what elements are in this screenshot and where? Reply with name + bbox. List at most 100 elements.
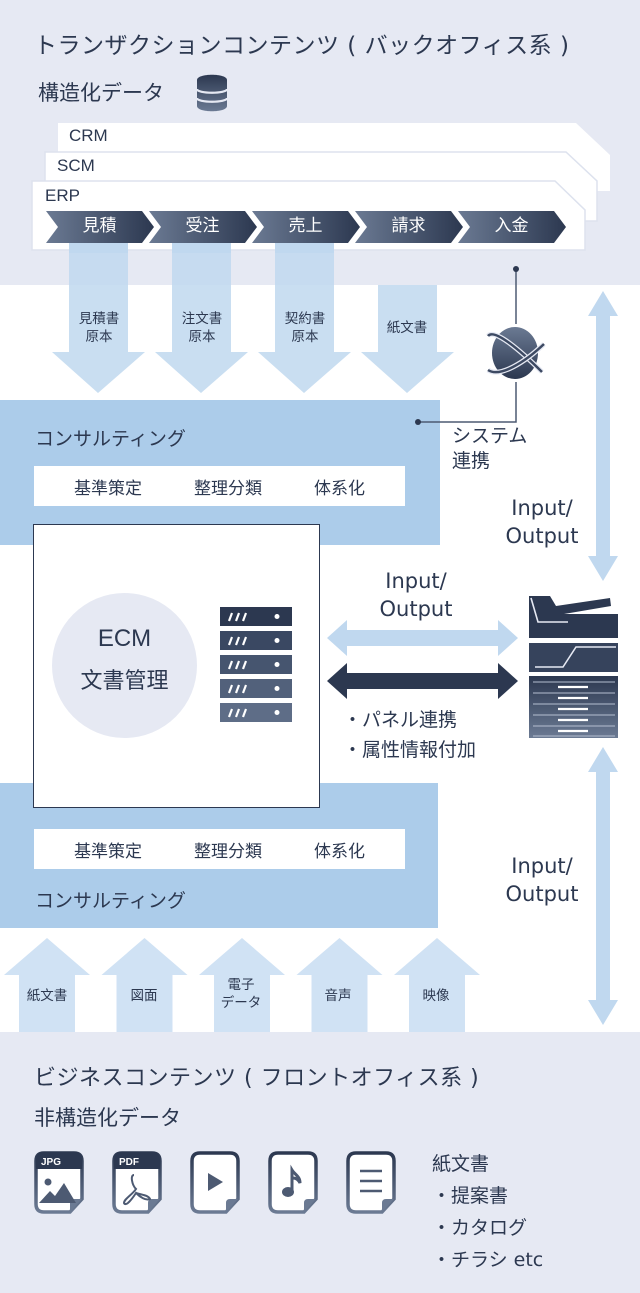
system-link-label-line1: システム xyxy=(452,425,528,447)
consulting-items-bottom: 基準策定 整理分類 体系化 xyxy=(34,829,405,869)
system-label-erp: ERP xyxy=(45,186,80,205)
mfp-note-attribute: ・属性情報付加 xyxy=(343,739,477,761)
down-arrow-label-4-line1: 紙文書 xyxy=(386,320,428,336)
up-arrow-label-2-line1: 図面 xyxy=(130,988,158,1004)
process-step-payment: 入金 xyxy=(494,216,529,236)
video-file-icon xyxy=(190,1151,240,1214)
up-arrow-label-3: 電子 データ xyxy=(213,976,269,1012)
consulting-item-classification: 整理分類 xyxy=(194,841,262,862)
down-arrow-label-1-line2: 原本 xyxy=(85,329,113,345)
consulting-item-standards: 基準策定 xyxy=(74,841,142,862)
server-unit xyxy=(220,679,292,698)
mfp-note-panel-link: ・パネル連携 xyxy=(343,709,458,731)
process-step-billing: 請求 xyxy=(391,216,426,236)
business-content-section xyxy=(0,1032,640,1293)
up-arrow-label-4-line1: 音声 xyxy=(324,988,352,1004)
horizontal-arrows xyxy=(327,620,518,699)
server-vent xyxy=(241,684,248,694)
file-icons: JPG PDF xyxy=(34,1151,396,1215)
server-unit xyxy=(220,607,292,626)
server-vent xyxy=(227,660,234,670)
server-unit xyxy=(220,655,292,674)
io-label-right-top-line2: Output xyxy=(505,524,579,548)
up-arrow-label-5-line1: 映像 xyxy=(422,988,450,1004)
system-link-label-line2: 連携 xyxy=(452,450,491,472)
paper-documents-list: 紙文書 ・提案書 ・カタログ ・チラシ etc xyxy=(432,1148,543,1276)
server-vent xyxy=(234,660,241,670)
down-arrow-label-3: 契約書 原本 xyxy=(274,310,336,346)
consulting-items-top: 基準策定 整理分類 体系化 xyxy=(34,466,405,506)
up-arrow xyxy=(296,938,383,1032)
io-label-right-bottom-line1: Input/ xyxy=(511,854,573,878)
process-step-estimate: 見積 xyxy=(82,216,117,236)
down-arrow-label-2: 注文書 原本 xyxy=(171,310,233,346)
io-label-middle-line1: Input/ xyxy=(385,569,447,593)
server-vent xyxy=(234,684,241,694)
paper-documents-heading: 紙文書 xyxy=(432,1153,490,1175)
server-vent xyxy=(241,708,248,718)
server-led xyxy=(274,686,280,691)
consulting-title-bottom: コンサルティング xyxy=(35,890,186,912)
consulting-item-systematization: 体系化 xyxy=(314,841,365,862)
multifunction-printer-icon xyxy=(529,596,618,738)
mfp-notes: ・パネル連携 ・属性情報付加 xyxy=(343,705,476,765)
text-file-icon xyxy=(346,1151,396,1214)
panel-link-arrow-dark xyxy=(327,663,518,699)
vertical-io-arrow-top xyxy=(588,291,618,581)
up-arrow-label-1: 紙文書 xyxy=(19,987,75,1005)
system-label-crm: CRM xyxy=(69,126,108,145)
io-label-middle-line2: Output xyxy=(379,597,453,621)
consulting-item-systematization: 体系化 xyxy=(314,478,365,499)
down-arrow-label-3-line1: 契約書 xyxy=(284,311,326,327)
server-vent xyxy=(241,636,248,646)
server-vent xyxy=(227,684,234,694)
document-down-arrows xyxy=(52,244,454,393)
server-vent xyxy=(234,636,241,646)
up-arrow-label-2: 図面 xyxy=(116,987,172,1005)
document-management-label: 文書管理 xyxy=(80,669,169,694)
io-label-right-top-line1: Input/ xyxy=(511,496,573,520)
ecm-label: ECM xyxy=(97,625,152,652)
down-arrow-label-4: 紙文書 xyxy=(376,319,438,337)
server-rack-icon xyxy=(220,607,292,722)
server-unit xyxy=(220,703,292,722)
globe-icon xyxy=(486,327,546,379)
server-led xyxy=(274,710,280,715)
server-vent xyxy=(234,612,241,622)
process-step-sales: 売上 xyxy=(288,216,323,236)
up-arrow-label-1-line1: 紙文書 xyxy=(26,988,68,1004)
list-item: ・チラシ etc xyxy=(432,1249,544,1271)
process-chevron xyxy=(355,211,463,243)
pdf-tag: PDF xyxy=(119,1157,139,1168)
up-arrow xyxy=(394,938,480,1032)
server-vent xyxy=(234,708,241,718)
up-arrow xyxy=(4,938,90,1032)
business-content-title: ビジネスコンテンツ ( フロントオフィス系 ) xyxy=(34,1066,480,1091)
up-arrow-label-3-line2: データ xyxy=(220,995,262,1011)
server-led xyxy=(274,638,280,643)
up-arrow-label-4: 音声 xyxy=(310,987,366,1005)
server-vent xyxy=(241,660,248,670)
server-vent xyxy=(227,708,234,718)
server-unit xyxy=(220,631,292,650)
ecm-circle: ECM 文書管理 xyxy=(52,593,197,738)
process-steps: 見積 受注 売上 請求 入金 xyxy=(46,211,566,243)
io-label-right-bottom-line2: Output xyxy=(505,882,579,906)
audio-file-icon xyxy=(268,1151,318,1214)
down-arrow-2 xyxy=(155,244,248,393)
consulting-item-classification: 整理分類 xyxy=(194,478,262,499)
down-arrow-tops xyxy=(69,243,334,253)
jpg-file-icon: JPG xyxy=(34,1151,84,1214)
down-arrow-label-2-line1: 注文書 xyxy=(181,311,223,327)
down-arrow-3 xyxy=(258,244,351,393)
structured-data-label: 構造化データ xyxy=(38,81,164,105)
down-arrow-4 xyxy=(361,285,454,393)
pdf-file-icon: PDF xyxy=(112,1151,162,1214)
up-arrow xyxy=(199,938,285,1032)
transaction-content-title: トランザクションコンテンツ ( バックオフィス系 ) xyxy=(34,33,570,59)
server-vent xyxy=(227,636,234,646)
jpg-tag: JPG xyxy=(41,1157,61,1168)
server-led xyxy=(274,614,280,619)
system-link-connector xyxy=(415,266,519,425)
server-vent xyxy=(241,612,248,622)
